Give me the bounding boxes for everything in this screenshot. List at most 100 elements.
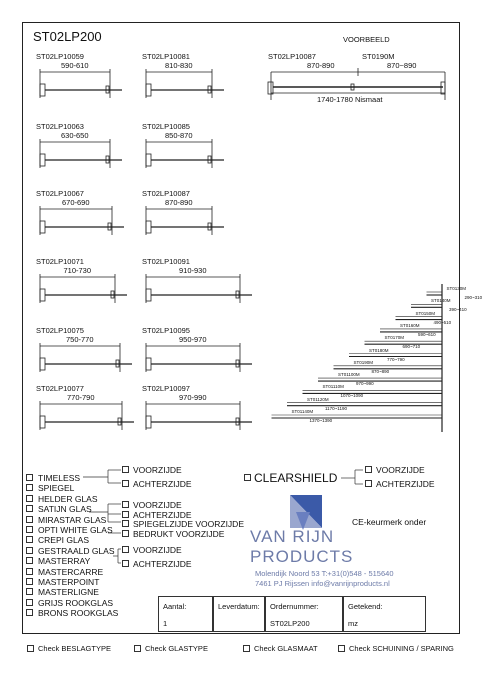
timeless-achterzijde-checkbox[interactable] bbox=[122, 480, 129, 487]
aantal-value[interactable]: 1 bbox=[163, 619, 168, 628]
stack-code-9: ST01120M bbox=[307, 396, 329, 402]
left-variant-dim-4: 750-770 bbox=[66, 335, 94, 344]
right-variant-dim-3: 910-930 bbox=[179, 266, 207, 275]
left-variant-code-5: ST02LP10077 bbox=[36, 384, 84, 393]
glass-option-checkbox-0[interactable] bbox=[26, 474, 33, 481]
glass-option-label-1: SPIEGEL bbox=[38, 483, 75, 494]
stack-dim-2: 490~510 bbox=[433, 319, 452, 325]
glass-option-checkbox-12[interactable] bbox=[26, 598, 33, 606]
left-variant-code-1: ST02LP10063 bbox=[36, 122, 84, 131]
glass-option-label-12: GRIJS ROOKGLAS bbox=[38, 597, 114, 608]
ordernummer-cell: Ordernummer: ST02LP200 bbox=[265, 596, 343, 632]
clearshield-achterzijde-checkbox[interactable] bbox=[365, 480, 372, 487]
timeless-achterzijde-label: ACHTERZIJDE bbox=[133, 479, 192, 489]
stack-dim-1: 390~410 bbox=[449, 307, 467, 313]
check-checkbox-0[interactable] bbox=[27, 645, 34, 652]
stack-code-2: ST0150M bbox=[415, 310, 436, 316]
check-label-2: Check GLASMAAT bbox=[254, 644, 318, 653]
company-logo bbox=[290, 495, 322, 530]
gestraald-achterzijde-checkbox[interactable] bbox=[122, 560, 129, 567]
clearshield-checkbox[interactable] bbox=[244, 474, 251, 481]
check-checkbox-2[interactable] bbox=[243, 645, 250, 652]
glass-option-label-9: MASTERCARRE bbox=[38, 566, 104, 577]
getekend-value[interactable]: mz bbox=[348, 619, 358, 628]
glass-option-checkbox-5[interactable] bbox=[26, 526, 33, 533]
glass-option-label-10: MASTERPOINT bbox=[38, 577, 100, 587]
glass-option-checkbox-11[interactable] bbox=[26, 588, 33, 596]
glass-option-checkbox-7[interactable] bbox=[26, 546, 33, 554]
glass-option-label-13: BRONS ROOKGLAS bbox=[38, 608, 119, 619]
company-address-line1: Molendijk Noord 53 T:+31(0)548 - 515640 bbox=[255, 569, 394, 578]
glass-option-label-2: HELDER GLAS bbox=[38, 493, 98, 504]
check-label-0: Check BESLAGTYPE bbox=[38, 644, 111, 653]
glass-option-label-5: OPTI WHITE GLAS bbox=[38, 525, 113, 535]
glass-option-checkbox-9[interactable] bbox=[26, 567, 33, 575]
company-name-line1: VAN RIJN bbox=[250, 527, 335, 546]
company-name-line2: PRODUCTS bbox=[250, 547, 354, 566]
right-variant-code-2: ST02LP10087 bbox=[142, 189, 190, 198]
example-label: VOORBEELD bbox=[343, 35, 390, 44]
example-dim-right: 870~890 bbox=[387, 61, 417, 70]
stack-code-3: ST0160M bbox=[400, 322, 420, 328]
glass-option-checkbox-6[interactable] bbox=[26, 536, 33, 544]
glass-option-label-6: CREPI GLAS bbox=[38, 535, 90, 546]
right-variant-dim-5: 970-990 bbox=[179, 393, 207, 402]
getekend-cell: Getekend: mz bbox=[343, 596, 426, 632]
example-code-right: ST0190M bbox=[362, 52, 395, 61]
glass-option-checkbox-8[interactable] bbox=[26, 557, 33, 565]
company-address-line2: 7461 PJ Rijssen info@vanrijnproducts.nl bbox=[255, 579, 390, 588]
check-label-3: Check SCHUINING / SPARING bbox=[349, 644, 454, 653]
aantal-cell: Aantal: 1 bbox=[158, 596, 213, 632]
left-variant-code-2: ST02LP10067 bbox=[36, 189, 84, 198]
stack-code-10: ST01140M bbox=[291, 409, 314, 414]
satijn-voorzijde-checkbox[interactable] bbox=[122, 501, 129, 508]
right-variant-code-1: ST02LP10085 bbox=[142, 122, 190, 131]
glass-option-label-8: MASTERRAY bbox=[38, 556, 91, 567]
stack-code-1: ST0140M bbox=[431, 298, 451, 304]
gestraald-voorzijde-label: VOORZIJDE bbox=[133, 545, 182, 555]
bedrukt-voorzijde-checkbox[interactable] bbox=[122, 530, 129, 537]
glass-option-checkbox-2[interactable] bbox=[26, 494, 33, 502]
gestraald-voorzijde-checkbox[interactable] bbox=[122, 546, 129, 553]
left-variant-dim-3: 710-730 bbox=[63, 266, 92, 275]
glass-option-checkbox-1[interactable] bbox=[26, 484, 33, 492]
left-variant-dim-0: 590-610 bbox=[61, 61, 89, 70]
left-variant-code-4: ST02LP10075 bbox=[36, 326, 84, 335]
stack-code-5: ST0180M bbox=[369, 347, 389, 353]
right-variant-dim-0: 810-830 bbox=[165, 61, 193, 70]
spiegel-voorzijde-checkbox[interactable] bbox=[122, 520, 129, 527]
satijn-achterzijde-checkbox[interactable] bbox=[122, 511, 129, 518]
check-checkbox-3[interactable] bbox=[338, 645, 345, 652]
stack-code-0: ST0130M bbox=[446, 286, 467, 291]
glass-option-checkbox-13[interactable] bbox=[26, 609, 33, 617]
timeless-voorzijde-checkbox[interactable] bbox=[122, 466, 129, 473]
gestraald-achterzijde-label: ACHTERZIJDE bbox=[133, 559, 192, 569]
check-label-1: Check GLASTYPE bbox=[145, 644, 208, 653]
stack-dim-9: 1170~1190 bbox=[325, 405, 347, 411]
stack-dim-10: 1370~1390 bbox=[309, 418, 333, 423]
right-variant-code-0: ST02LP10081 bbox=[142, 52, 190, 61]
right-variant-code-4: ST02LP10095 bbox=[142, 326, 190, 335]
stack-dim-0: 290~310 bbox=[464, 295, 482, 300]
stack-dim-7: 970~990 bbox=[356, 381, 374, 387]
right-variant-dim-4: 950-970 bbox=[179, 335, 207, 344]
glass-option-checkbox-3[interactable] bbox=[26, 505, 33, 513]
clearshield-achterzijde-label: ACHTERZIJDE bbox=[376, 479, 435, 489]
getekend-label: Getekend: bbox=[348, 602, 383, 611]
glass-option-checkbox-10[interactable] bbox=[26, 578, 33, 585]
check-checkbox-1[interactable] bbox=[134, 645, 141, 652]
clearshield-voorzijde-checkbox[interactable] bbox=[365, 466, 372, 473]
glass-option-label-4: MIRASTAR GLAS bbox=[38, 514, 107, 525]
stack-dim-6: 870~890 bbox=[371, 368, 390, 374]
right-variant-dim-1: 850-870 bbox=[165, 131, 193, 140]
stack-dim-8: 1070~1090 bbox=[340, 393, 364, 399]
ordernummer-value[interactable]: ST02LP200 bbox=[270, 619, 310, 628]
drawing-frame bbox=[22, 22, 460, 634]
glass-option-label-0: TIMELESS bbox=[38, 473, 81, 483]
right-variant-code-3: ST02LP10091 bbox=[142, 257, 190, 266]
left-variant-dim-5: 770-790 bbox=[67, 393, 95, 402]
glass-option-checkbox-4[interactable] bbox=[26, 515, 33, 523]
timeless-voorzijde-label: VOORZIJDE bbox=[133, 465, 182, 475]
satijn-voorzijde-label: VOORZIJDE bbox=[133, 500, 182, 510]
